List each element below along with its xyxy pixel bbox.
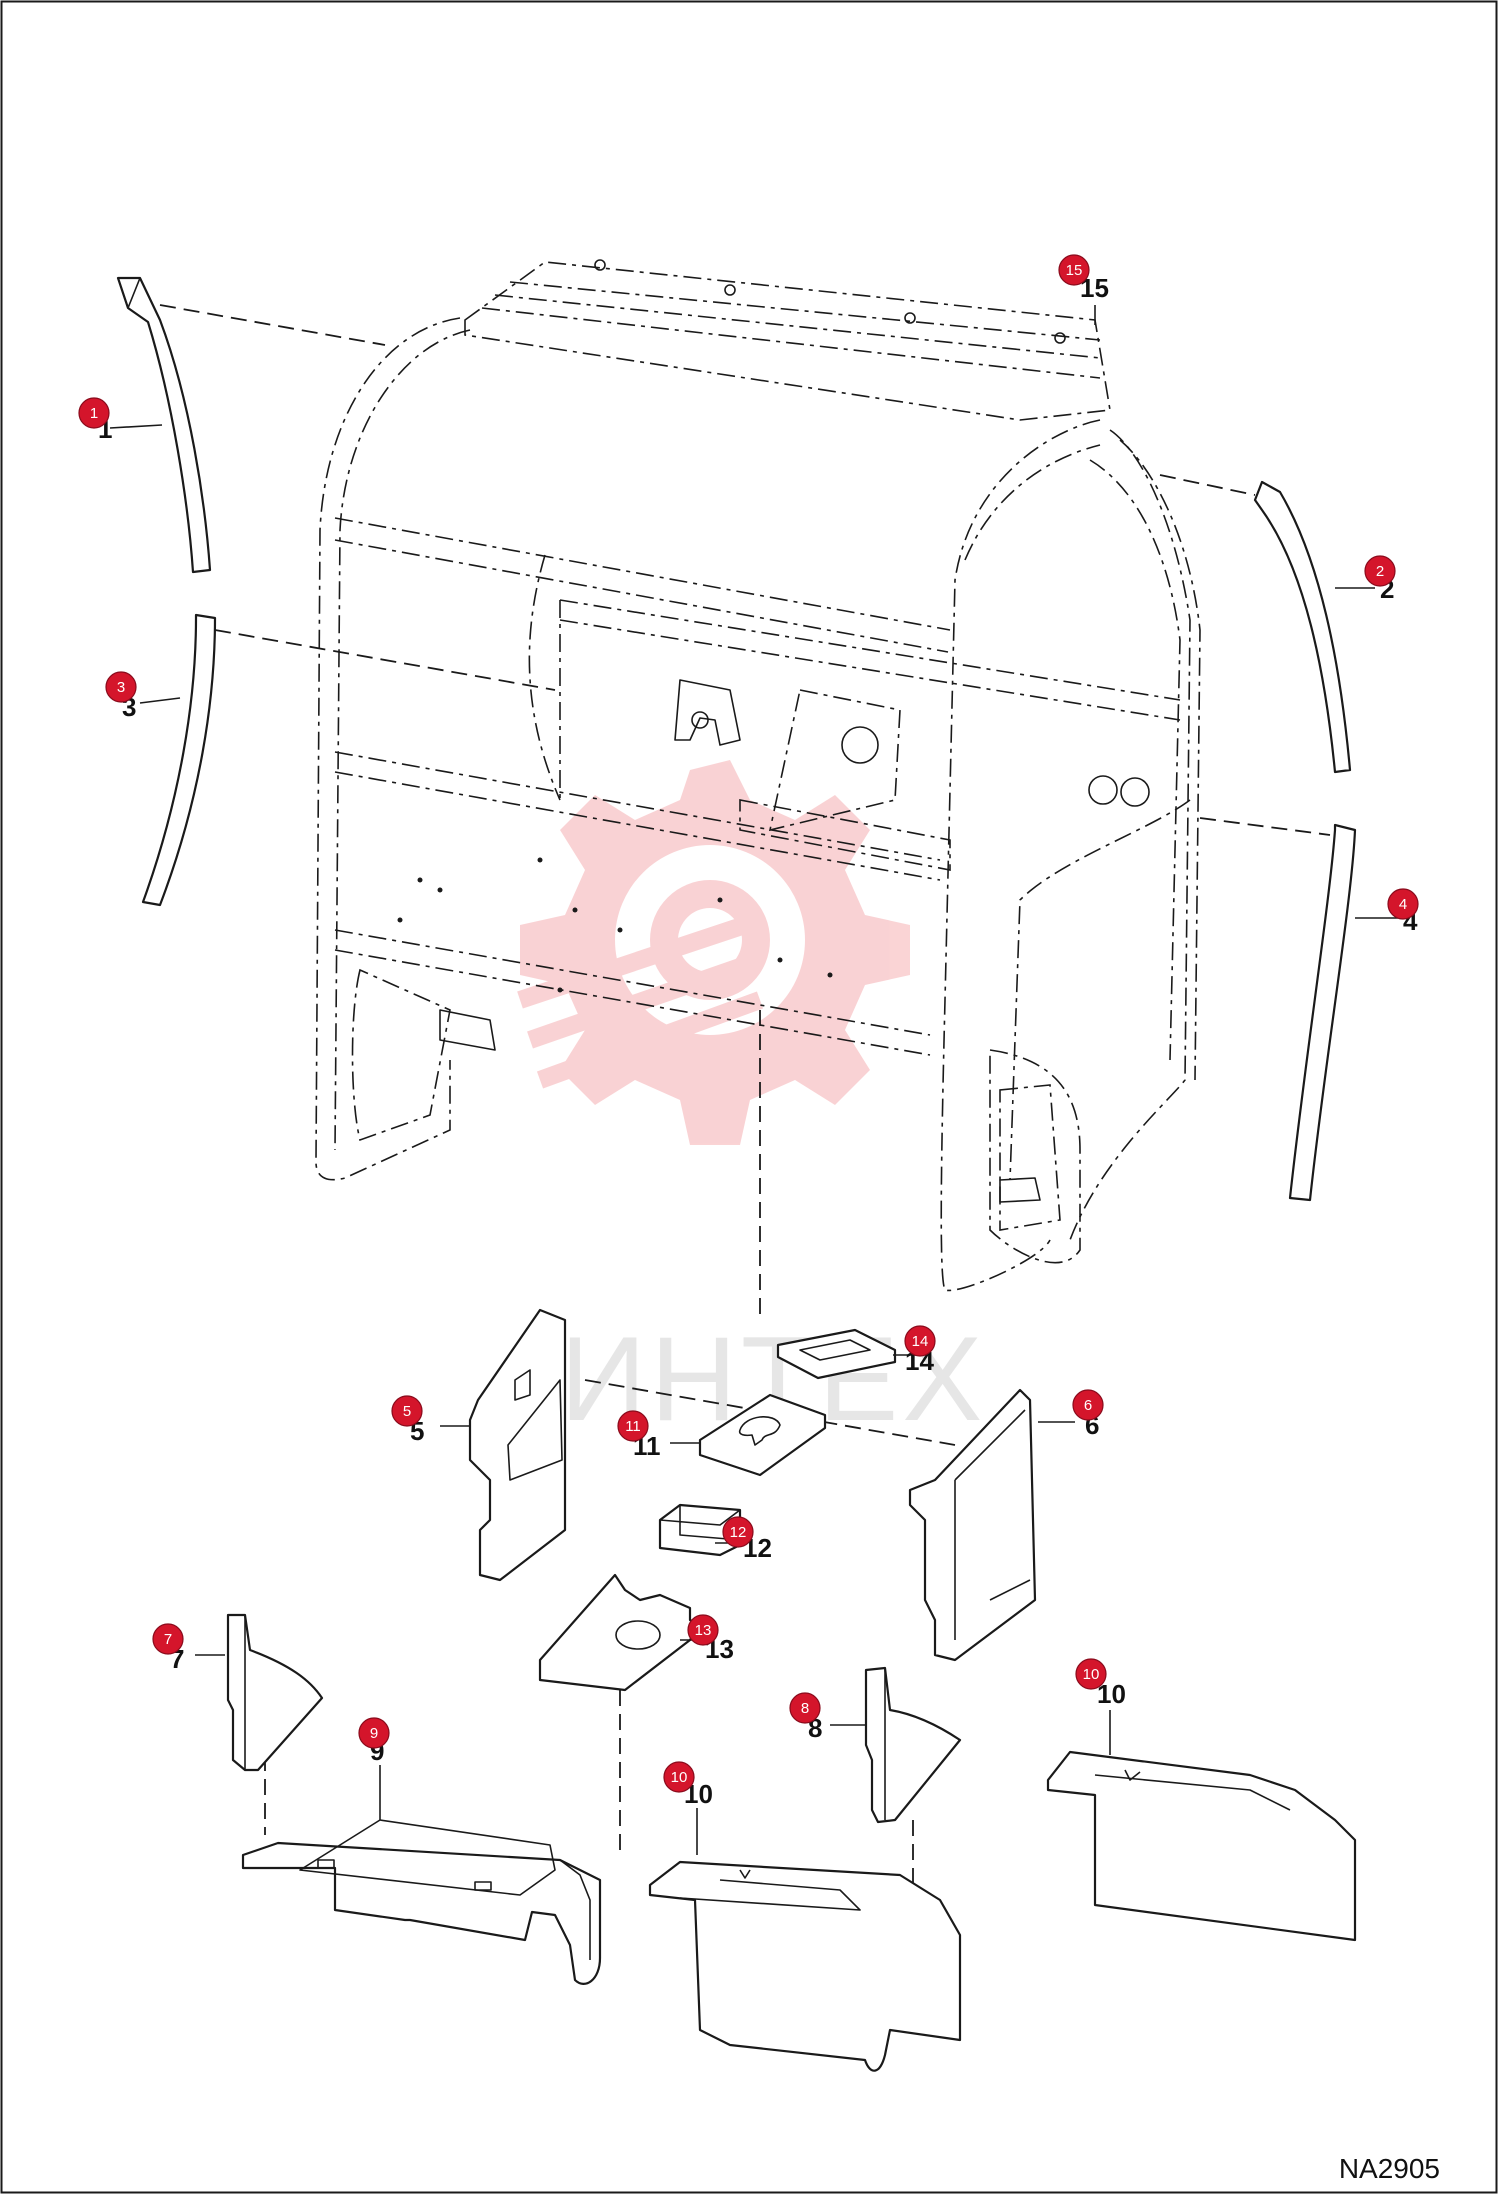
bracket-10-center bbox=[648, 1860, 962, 2072]
svg-text:9: 9 bbox=[370, 1725, 378, 1742]
svg-text:4: 4 bbox=[1399, 896, 1407, 913]
callout-1[interactable]: 1 1 bbox=[78, 397, 163, 444]
callout-12[interactable]: 12 12 bbox=[715, 1516, 772, 1563]
watermark-logo bbox=[517, 760, 910, 1145]
part-14-bracket bbox=[776, 1328, 897, 1380]
seal-arch-rear-left bbox=[141, 613, 217, 907]
seal-arch-front-right bbox=[1253, 480, 1352, 774]
callout-13[interactable]: 13 13 bbox=[680, 1614, 734, 1664]
gusset-7 bbox=[226, 1613, 324, 1772]
callout-11[interactable]: 11 11 bbox=[617, 1410, 700, 1461]
svg-text:5: 5 bbox=[403, 1403, 411, 1420]
svg-text:14: 14 bbox=[912, 1333, 929, 1350]
svg-text:2: 2 bbox=[1376, 563, 1384, 580]
callout-15[interactable]: 15 15 bbox=[1058, 254, 1109, 303]
guide-lines bbox=[159, 304, 1331, 1900]
svg-text:11: 11 bbox=[625, 1418, 641, 1435]
part-13-bracket bbox=[538, 1573, 702, 1692]
svg-text:12: 12 bbox=[730, 1524, 747, 1541]
callout-14[interactable]: 14 14 bbox=[893, 1325, 936, 1376]
svg-text:7: 7 bbox=[164, 1631, 172, 1648]
bracket-10-right bbox=[1046, 1750, 1357, 1942]
callout-4[interactable]: 4 4 bbox=[1355, 888, 1419, 936]
callout-5[interactable]: 5 5 bbox=[391, 1395, 470, 1446]
callout-7[interactable]: 7 7 bbox=[152, 1623, 225, 1674]
svg-text:10: 10 bbox=[1083, 1666, 1100, 1683]
seal-arch-rear-right bbox=[1288, 823, 1357, 1202]
callout-9[interactable]: 9 9 bbox=[358, 1717, 390, 1820]
floor-plate-9 bbox=[241, 1819, 602, 1985]
drawing-code: NA2905 bbox=[1339, 2153, 1440, 2184]
svg-text:3: 3 bbox=[117, 679, 125, 696]
callout-10-right[interactable]: 10 10 bbox=[1075, 1658, 1126, 1755]
svg-text:1: 1 bbox=[90, 405, 98, 422]
callout-10-center[interactable]: 10 10 bbox=[663, 1761, 713, 1855]
callout-8[interactable]: 8 8 bbox=[789, 1692, 865, 1743]
callout-6[interactable]: 6 6 bbox=[1038, 1389, 1104, 1440]
callout-3[interactable]: 3 3 bbox=[105, 671, 181, 722]
callout-2[interactable]: 2 2 bbox=[1335, 555, 1396, 604]
gusset-8 bbox=[864, 1666, 962, 1824]
svg-text:10: 10 bbox=[671, 1769, 688, 1786]
part-11-plate bbox=[698, 1393, 827, 1477]
svg-text:6: 6 bbox=[1084, 1397, 1092, 1414]
svg-text:13: 13 bbox=[695, 1622, 712, 1639]
cab-frame bbox=[315, 259, 1201, 1292]
svg-text:15: 15 bbox=[1066, 262, 1083, 279]
panel-6 bbox=[908, 1388, 1037, 1662]
panel-5 bbox=[468, 1308, 567, 1582]
svg-text:8: 8 bbox=[801, 1700, 809, 1717]
seal-arch-front-left bbox=[116, 276, 212, 574]
